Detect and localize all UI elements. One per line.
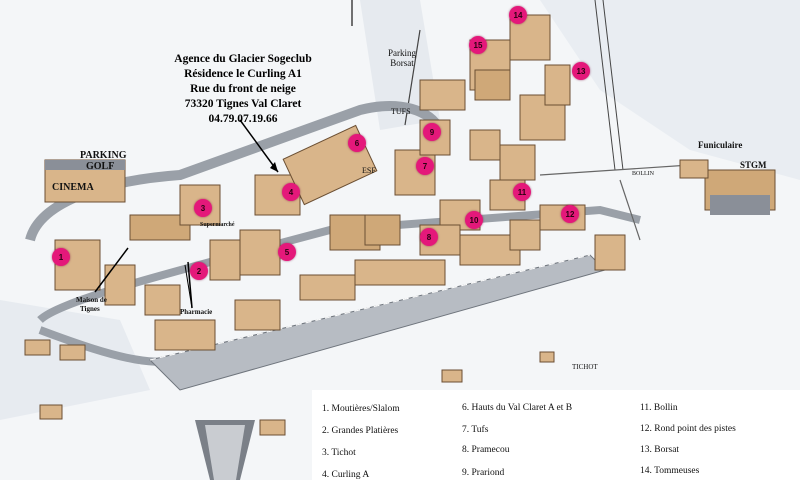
pin-5[interactable]: 5: [278, 243, 296, 261]
legend-item: 9. Prariond: [462, 468, 505, 478]
pin-11[interactable]: 11: [513, 183, 531, 201]
agency-callout: Agence du Glacier Sogeclub Résidence le …: [168, 52, 318, 127]
pin-9[interactable]: 9: [423, 123, 441, 141]
cinema-label: CINEMA: [52, 182, 94, 193]
parking-golf-line1: PARKING: [80, 150, 127, 161]
legend-panel: 1. Moutières/Slalom 2. Grandes Platières…: [312, 390, 800, 480]
legend-item: 4. Curling A: [322, 470, 370, 480]
pin-1[interactable]: 1: [52, 248, 70, 266]
pin-15[interactable]: 15: [469, 36, 487, 54]
legend-item: 13. Borsat: [640, 445, 680, 455]
pin-4[interactable]: 4: [282, 183, 300, 201]
agency-residence: Résidence le Curling A1: [184, 68, 302, 80]
agency-street: Rue du front de neige: [190, 83, 296, 95]
bollin-label: BOLLIN: [632, 171, 654, 177]
maison-line1: Maison de: [76, 296, 107, 304]
supermarche-label: Supermarché: [200, 222, 235, 228]
pin-12[interactable]: 12: [561, 205, 579, 223]
legend-item: 7. Tufs: [462, 425, 489, 435]
parking-borsat-line1: Parking: [388, 48, 416, 58]
maison-tignes-label: Maison de Tignes: [76, 296, 107, 314]
legend-item: 3. Tichot: [322, 448, 356, 458]
legend-item: 6. Hauts du Val Claret A et B: [462, 403, 573, 413]
parking-golf-line2: GOLF: [86, 161, 115, 172]
esf-label: ESF: [362, 166, 376, 175]
pharmacie-label: Pharmacie: [180, 308, 213, 316]
pin-6[interactable]: 6: [348, 134, 366, 152]
pin-14[interactable]: 14: [509, 6, 527, 24]
legend-item: 12. Rond point des pistes: [640, 424, 736, 434]
legend-item: 14. Tommeuses: [640, 466, 700, 476]
pin-3[interactable]: 3: [194, 199, 212, 217]
pin-13[interactable]: 13: [572, 62, 590, 80]
parking-borsat-label: Parking Borsat: [388, 48, 416, 68]
legend-item: 1. Moutières/Slalom: [322, 404, 400, 414]
tichot-label: TICHOT: [572, 363, 598, 371]
stgm-label: STGM: [740, 160, 767, 170]
agency-phone: 04.79.07.19.66: [208, 113, 278, 125]
legend-item: 8. Pramecou: [462, 445, 510, 455]
pin-8[interactable]: 8: [420, 228, 438, 246]
funiculaire-label: Funiculaire: [698, 140, 743, 150]
legend-item: 2. Grandes Platières: [322, 426, 399, 436]
tufs-label: TUFS: [391, 107, 411, 116]
maison-line2: Tignes: [80, 305, 100, 313]
parking-borsat-line2: Borsat: [390, 58, 414, 68]
parking-golf-label: PARKING GOLF: [80, 150, 126, 172]
agency-town: 73320 Tignes Val Claret: [184, 98, 302, 110]
pin-10[interactable]: 10: [465, 211, 483, 229]
legend-item: 11. Bollin: [640, 403, 678, 413]
pin-7[interactable]: 7: [416, 157, 434, 175]
pin-2[interactable]: 2: [190, 262, 208, 280]
agency-name: Agence du Glacier Sogeclub: [174, 53, 312, 65]
